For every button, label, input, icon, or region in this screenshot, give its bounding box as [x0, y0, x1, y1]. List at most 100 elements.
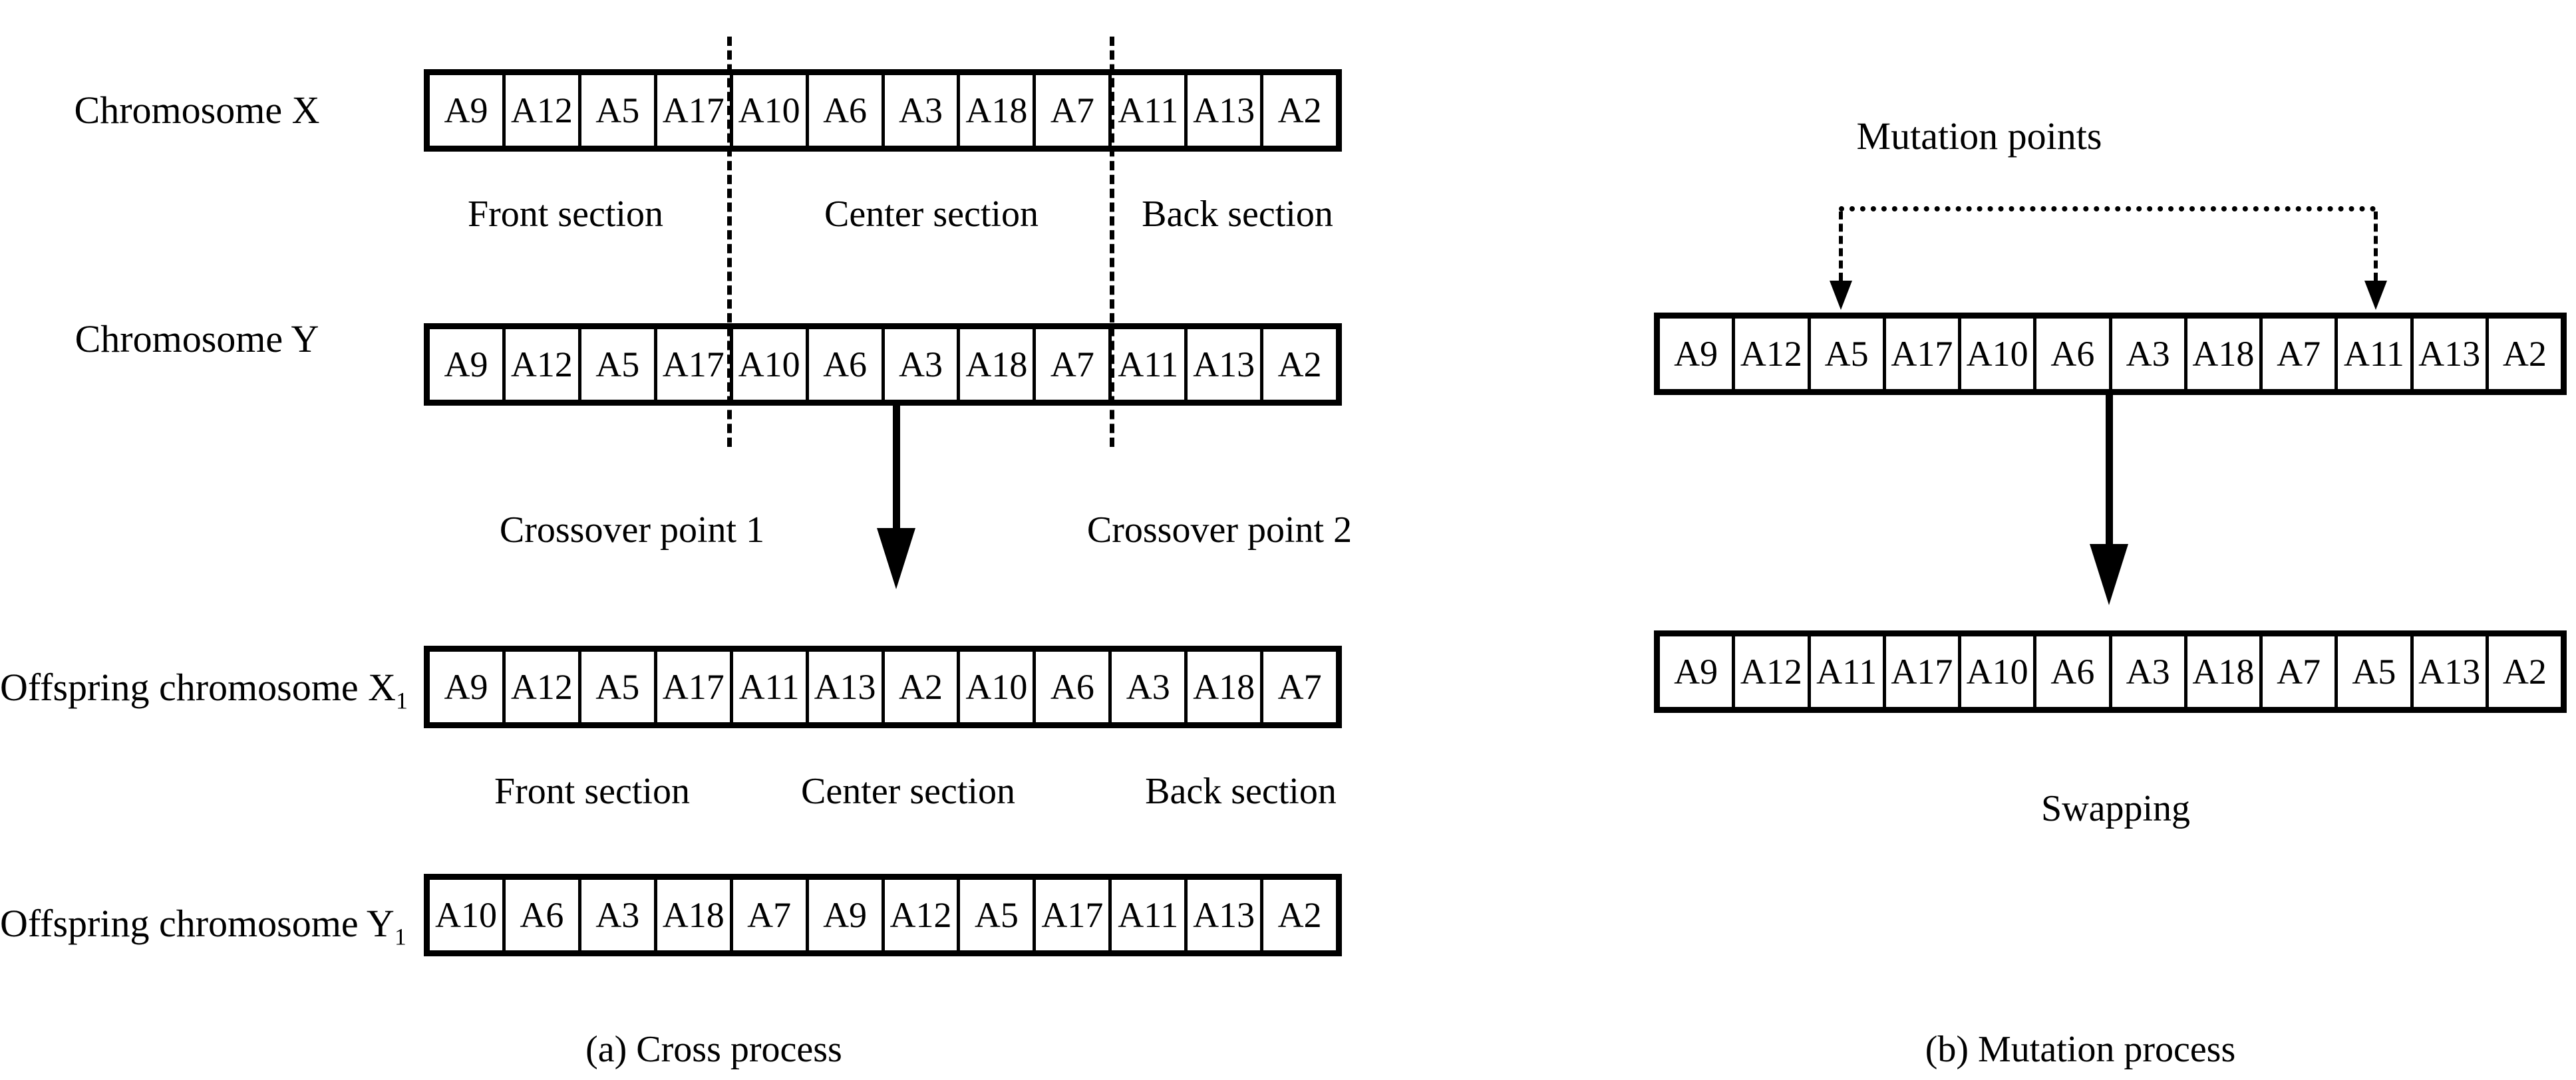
mutation-left-arrow-head-icon	[1830, 281, 1852, 310]
gene-cell: A3	[881, 329, 957, 400]
mutation-right-arrow-head-icon	[2364, 281, 2387, 310]
gene-cell: A10	[729, 329, 806, 400]
gene-cell: A12	[881, 880, 957, 950]
cross-arrow-shaft	[893, 404, 900, 528]
gene-cell: A5	[1807, 319, 1883, 389]
gene-cell: A17	[653, 75, 730, 146]
gene-cell: A18	[653, 880, 730, 950]
gene-cell: A7	[1260, 652, 1336, 722]
gene-cell: A12	[502, 75, 578, 146]
gene-cell: A11	[1108, 329, 1184, 400]
gene-cell: A13	[805, 652, 882, 722]
gene-cell: A6	[2033, 636, 2108, 707]
gene-cell: A13	[1184, 75, 1260, 146]
gene-cell: A13	[1184, 880, 1260, 950]
gene-cell: A11	[2334, 319, 2410, 389]
gene-cell: A2	[2485, 319, 2561, 389]
gene-cell: A7	[2259, 636, 2334, 707]
gene-cell: A3	[2108, 319, 2184, 389]
gene-cell: A3	[2108, 636, 2184, 707]
gene-cell: A2	[881, 652, 957, 722]
caption-a: (a) Cross process	[585, 1029, 842, 1070]
gene-cell: A18	[2183, 319, 2259, 389]
gene-cell: A13	[2410, 636, 2486, 707]
gene-cell: A5	[957, 880, 1033, 950]
cross-arrow-head-icon	[877, 528, 915, 589]
gene-cell: A7	[729, 880, 806, 950]
mutation-bracket-left-line	[1839, 211, 1843, 281]
gene-cell: A12	[502, 652, 578, 722]
gene-cell: A9	[1674, 334, 1718, 374]
gene-cell: A6	[502, 880, 578, 950]
gene-cell: A12	[1732, 319, 1807, 389]
gene-cell: A10	[1958, 319, 2033, 389]
offspring-y1-label: Offspring chromosome Y1	[0, 902, 406, 950]
gene-cell: A18	[2183, 636, 2259, 707]
gene-cell: A9	[444, 667, 488, 707]
gene-cell: A2	[1260, 329, 1336, 400]
chromosome-y-label: Chromosome Y	[75, 317, 319, 360]
section-label-back-top: Back section	[1142, 194, 1333, 235]
gene-cell: A18	[957, 75, 1033, 146]
gene-cell: A9	[444, 344, 488, 384]
gene-cell: A9	[805, 880, 882, 950]
gene-cell: A11	[729, 652, 806, 722]
gene-cell: A17	[1882, 636, 1958, 707]
mutation-bracket-top	[1839, 206, 2376, 211]
section-label-center-offspring: Center section	[801, 771, 1015, 812]
gene-cell: A3	[881, 75, 957, 146]
gene-cell: A10	[729, 75, 806, 146]
gene-cell: A3	[1108, 652, 1184, 722]
gene-cell: A3	[577, 880, 654, 950]
gene-cell: A17	[653, 329, 730, 400]
gene-cell: A6	[2033, 319, 2108, 389]
gene-cell: A2	[1260, 75, 1336, 146]
chromosome-x-label: Chromosome X	[74, 88, 320, 132]
gene-cell: A18	[957, 329, 1033, 400]
gene-cell: A6	[1033, 652, 1108, 722]
gene-cell: A7	[1033, 75, 1108, 146]
gene-cell: A11	[1108, 75, 1184, 146]
crossover-point-1-label: Crossover point 1	[499, 509, 765, 551]
gene-cell: A9	[444, 90, 488, 130]
gene-cell: A12	[1732, 636, 1807, 707]
mutation-arrow-head-icon	[2090, 544, 2128, 605]
caption-b: (b) Mutation process	[1925, 1029, 2236, 1070]
gene-cell: A17	[653, 652, 730, 722]
section-label-front-offspring: Front section	[494, 771, 690, 812]
gene-cell: A6	[805, 329, 882, 400]
swapping-label: Swapping	[2041, 788, 2190, 829]
section-label-front-top: Front section	[468, 194, 663, 235]
gene-cell: A17	[1033, 880, 1108, 950]
gene-cell: A13	[1184, 329, 1260, 400]
gene-cell: A7	[1033, 329, 1108, 400]
crossover-point-2-label: Crossover point 2	[1086, 509, 1353, 551]
crossover-dashed-line-2	[1110, 37, 1114, 447]
gene-cell: A5	[577, 652, 654, 722]
gene-cell: A9	[1674, 652, 1718, 692]
gene-cell: A5	[577, 75, 654, 146]
gene-cell: A2	[1260, 880, 1336, 950]
section-label-back-offspring: Back section	[1145, 771, 1337, 812]
gene-cell: A10	[1958, 636, 2033, 707]
gene-cell: A5	[2334, 636, 2410, 707]
gene-cell: A11	[1108, 880, 1184, 950]
gene-cell: A10	[434, 895, 497, 935]
mutation-arrow-shaft	[2106, 395, 2113, 544]
gene-cell: A6	[805, 75, 882, 146]
gene-cell: A17	[1882, 319, 1958, 389]
mutation-bracket-right-line	[2374, 211, 2378, 281]
section-label-center-top: Center section	[824, 194, 1039, 235]
offspring-x1-label: Offspring chromosome X1	[0, 666, 408, 714]
gene-cell: A12	[502, 329, 578, 400]
gene-cell: A18	[1184, 652, 1260, 722]
gene-cell: A13	[2410, 319, 2486, 389]
mutation-points-label: Mutation points	[1856, 114, 2102, 158]
